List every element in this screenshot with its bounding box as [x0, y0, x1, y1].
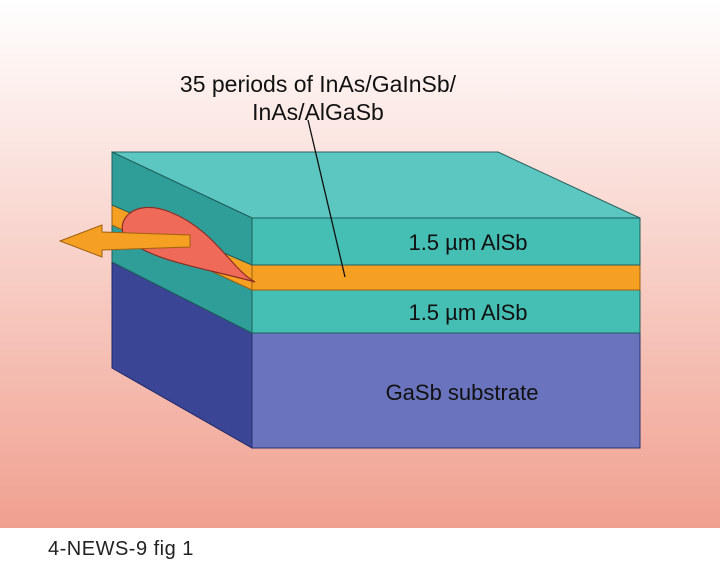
- laser-structure-diagram: 35 periods of InAs/GaInSb/ InAs/AlGaSb 1…: [0, 0, 720, 528]
- lower-cladding-label: 1.5 µm AlSb: [408, 300, 527, 325]
- annotation-line-1: 35 periods of InAs/GaInSb/: [180, 71, 457, 97]
- substrate-label: GaSb substrate: [386, 380, 539, 405]
- substrate-front-face: [251, 332, 641, 449]
- upper-cladding-label: 1.5 µm AlSb: [408, 230, 527, 255]
- diagram-canvas: 35 periods of InAs/GaInSb/ InAs/AlGaSb 1…: [0, 0, 720, 528]
- active-layer-front-face: [251, 264, 641, 291]
- annotation-line-2: InAs/AlGaSb: [252, 99, 384, 125]
- annotation-leader-line: [307, 119, 346, 278]
- figure-caption: 4-NEWS-9 fig 1: [48, 538, 194, 560]
- upper-cladding-front-face: [251, 217, 641, 266]
- output-arrow: [58, 224, 191, 258]
